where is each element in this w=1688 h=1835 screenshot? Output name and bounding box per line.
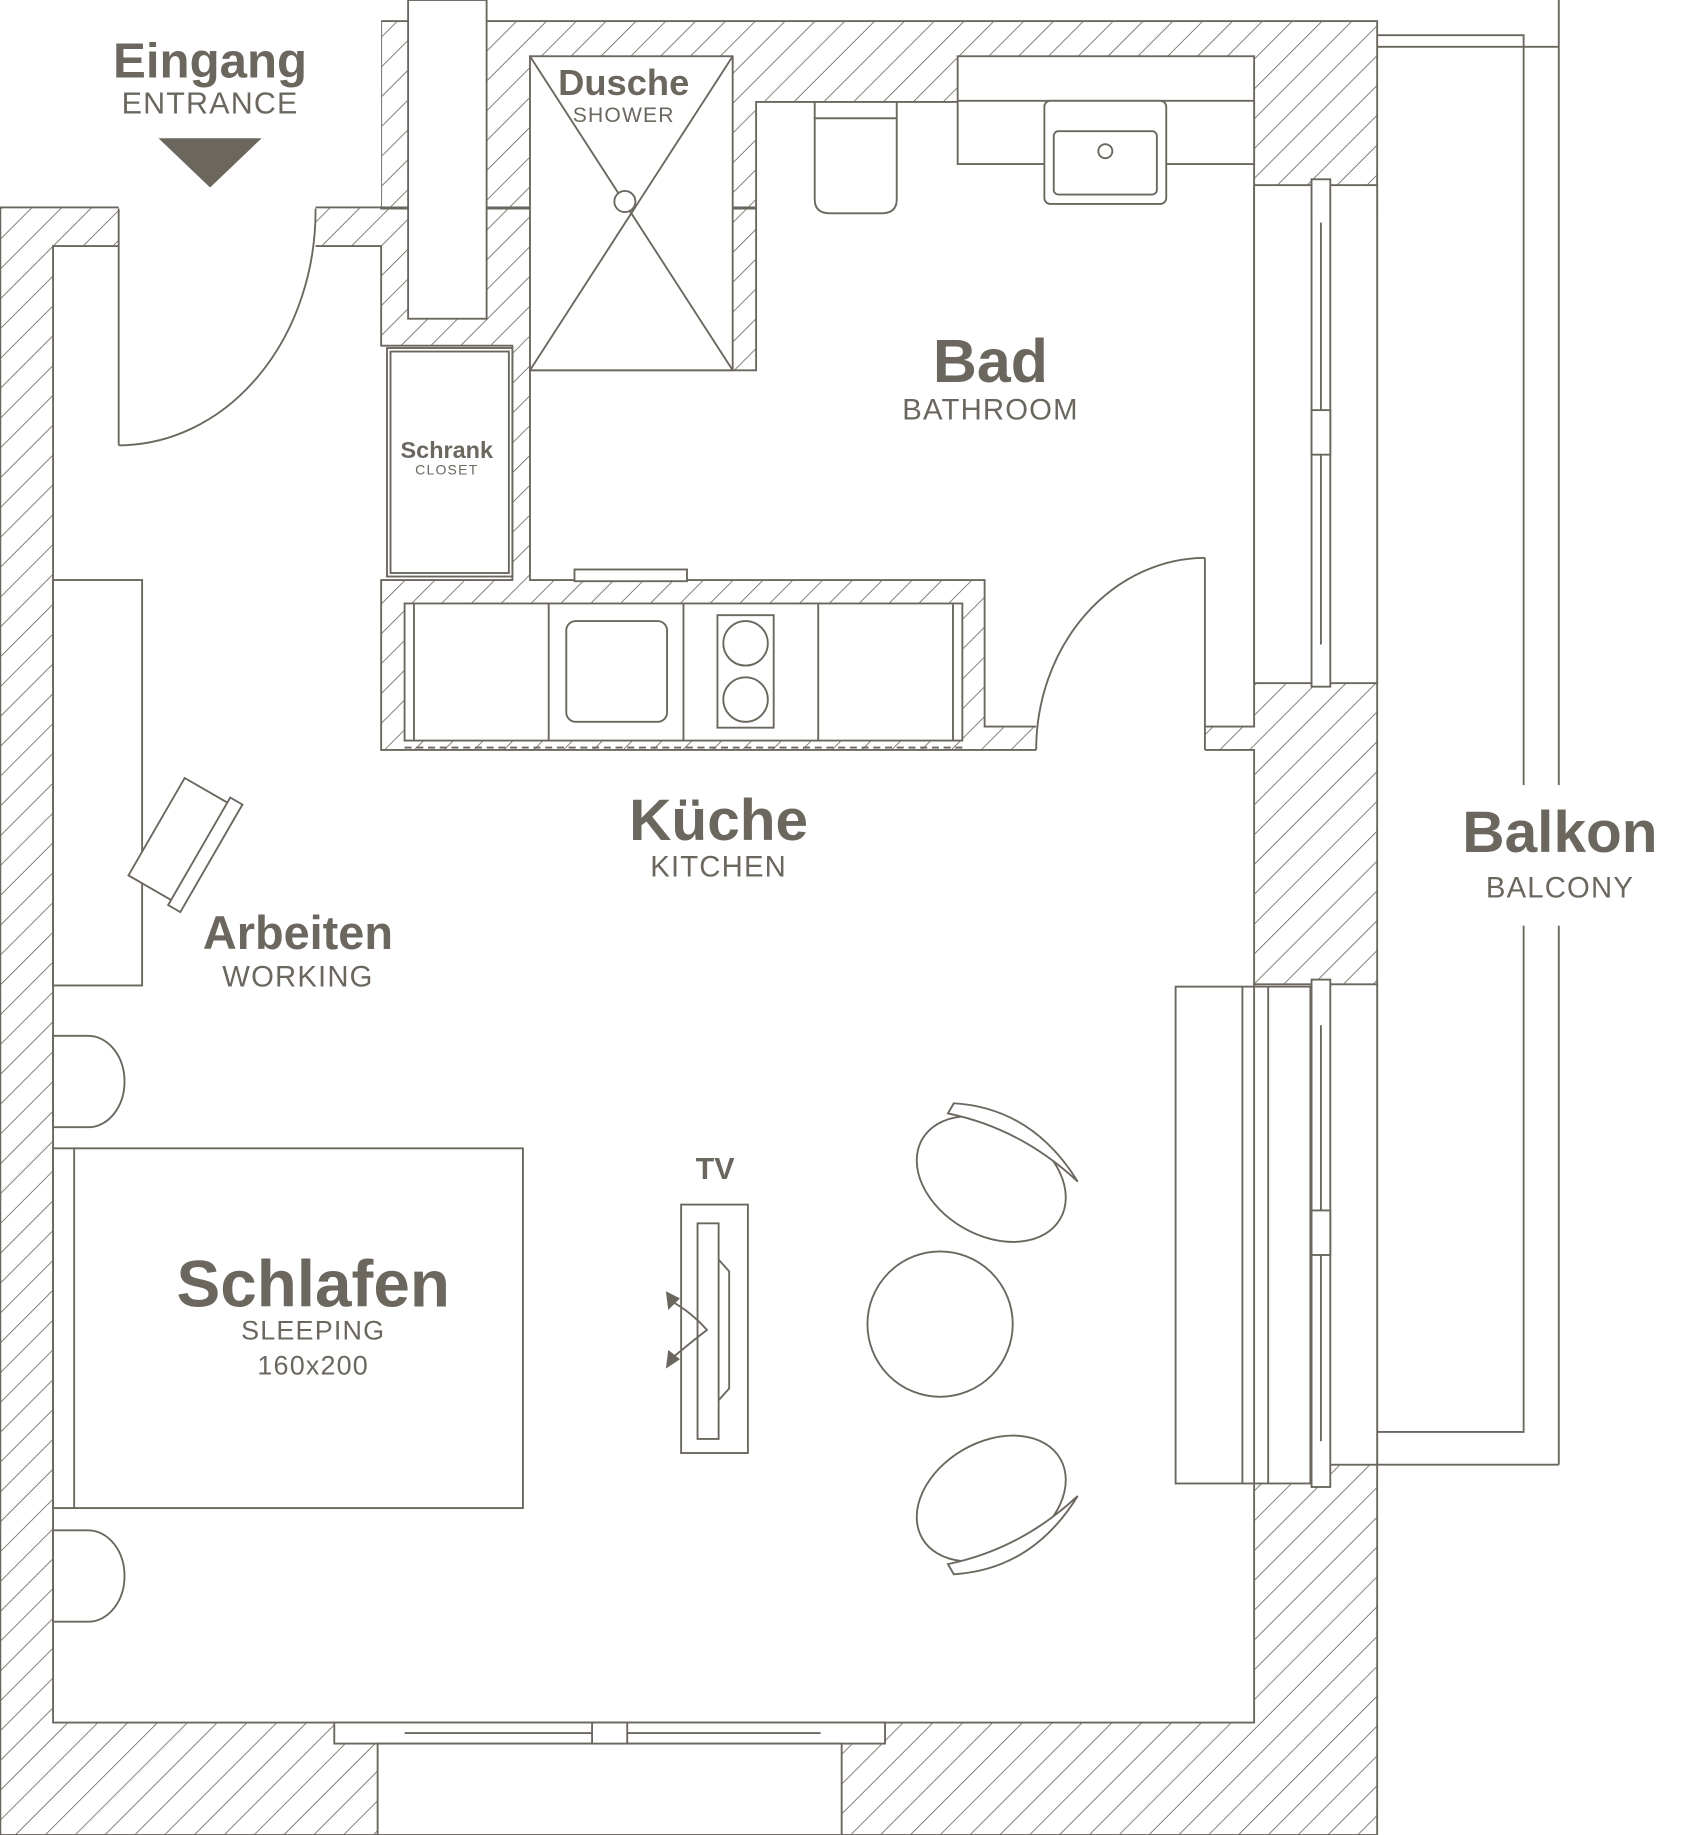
window-bottom <box>333 1721 886 1835</box>
entrance-arrow-icon <box>158 138 262 188</box>
window-bathroom <box>1253 178 1379 688</box>
sideboard <box>1174 985 1312 1485</box>
sleeping-label-en: SLEEPING <box>241 1315 385 1345</box>
nightstand-top <box>52 1034 126 1129</box>
bed <box>52 1147 524 1510</box>
bathroom-door[interactable] <box>1035 556 1206 750</box>
dining-chair-top <box>915 1102 1079 1243</box>
bed-size-label: 160x200 <box>257 1350 369 1380</box>
dining-chair-bottom <box>915 1434 1079 1576</box>
desk <box>52 579 144 987</box>
kitchen-sink <box>565 620 668 723</box>
toilet <box>813 101 898 215</box>
kitchen-label-en: KITCHEN <box>650 850 787 883</box>
tv-stand <box>665 1203 749 1454</box>
sleeping-label: Schlafen <box>176 1248 449 1321</box>
balcony-label: Balkon <box>1462 800 1657 865</box>
vanity-sink <box>956 55 1256 205</box>
shower-tray <box>529 55 734 371</box>
closet-label-en: CLOSET <box>415 462 478 478</box>
balcony-label-en: BALCONY <box>1486 872 1634 905</box>
entrance-door[interactable] <box>117 208 317 447</box>
kitchen-label: Küche <box>629 788 808 853</box>
closet-label: Schrank <box>401 437 494 463</box>
closet <box>386 347 514 578</box>
kitchen-counter <box>403 568 964 749</box>
desk-chair <box>127 776 244 914</box>
shower-label: Dusche <box>558 62 689 103</box>
working-label-en: WORKING <box>222 961 373 994</box>
bathroom-label-en: BATHROOM <box>902 393 1078 426</box>
nightstand-bottom <box>52 1529 126 1623</box>
tv-label: TV <box>696 1152 736 1186</box>
dining-table <box>866 1250 1014 1398</box>
bathroom-label: Bad <box>933 327 1048 395</box>
working-label: Arbeiten <box>203 907 393 959</box>
balcony <box>1377 0 1671 1466</box>
entrance-label-en: ENTRANCE <box>122 87 299 121</box>
entrance-label: Eingang <box>113 33 307 88</box>
shower-label-en: SHOWER <box>573 104 675 127</box>
